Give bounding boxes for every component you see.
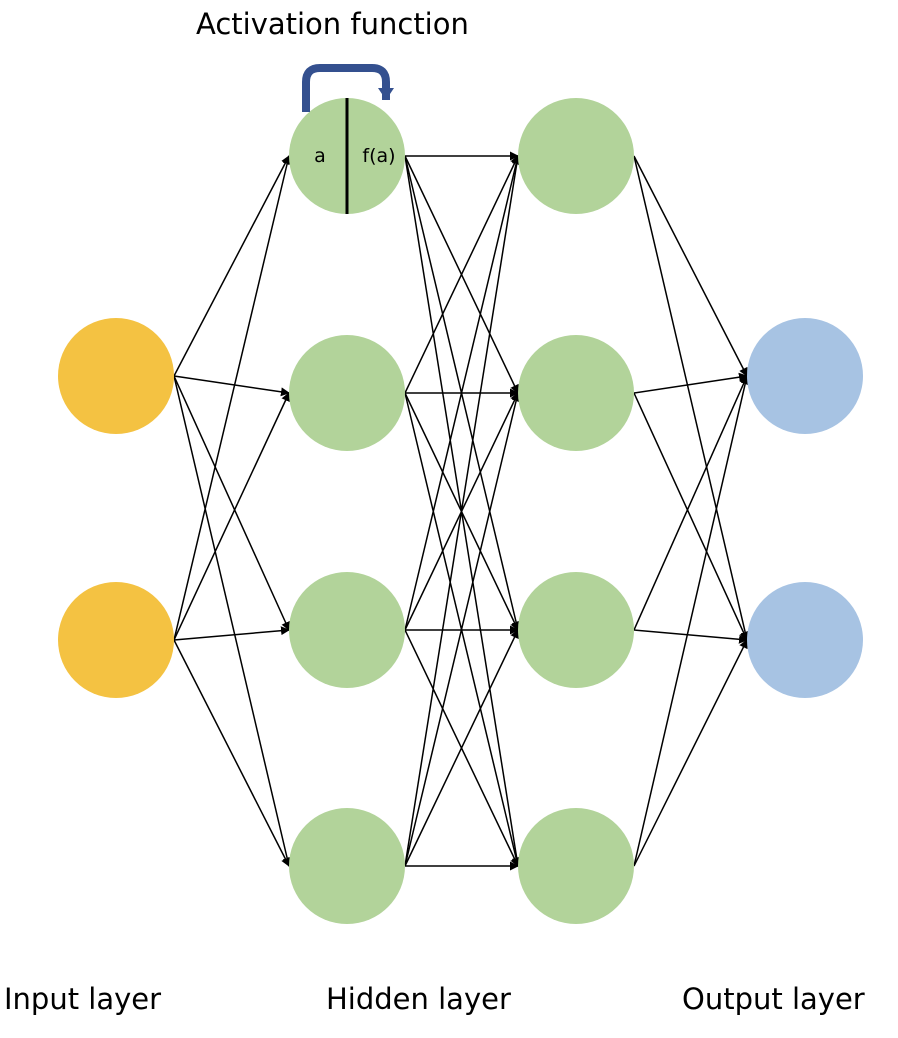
activation-output-text: f(a) [362, 145, 395, 167]
connection-edge [404, 155, 519, 394]
connection-edge [173, 392, 290, 641]
activation-detail: a f(a) [302, 64, 396, 214]
output-layer-label: Output layer [682, 982, 865, 1016]
connection-edge [633, 375, 750, 867]
connection-edge [404, 155, 521, 631]
diagram-title: Activation function [196, 7, 469, 41]
connection-edge [633, 155, 750, 641]
nodes [58, 98, 863, 924]
connection-edge [173, 375, 292, 867]
connection-edge [633, 629, 748, 644]
connection-edge [173, 626, 290, 641]
hidden-node-a [289, 572, 405, 688]
hidden-node-b [518, 572, 634, 688]
connection-edge [404, 629, 519, 867]
connection-edge [173, 375, 290, 631]
activation-input-text: a [314, 145, 326, 167]
hidden-node-b [518, 98, 634, 214]
connection-edge [633, 375, 748, 631]
connections [173, 151, 750, 871]
connection-edge [404, 392, 521, 867]
connection-edge [633, 372, 748, 394]
hidden-node-b [518, 335, 634, 451]
connection-edge [173, 155, 292, 641]
hidden-node-a [289, 808, 405, 924]
input-node [58, 582, 174, 698]
connection-edge [173, 155, 290, 377]
hidden-node-a [289, 335, 405, 451]
hidden-layer-label: Hidden layer [326, 982, 511, 1016]
input-layer-label: Input layer [4, 982, 162, 1016]
connection-edge [173, 639, 290, 867]
connection-edge [173, 375, 290, 397]
activation-loop-arrow [302, 64, 394, 112]
hidden-node-b [518, 808, 634, 924]
connection-edge [633, 155, 748, 377]
connection-edge [404, 155, 522, 867]
connection-edge [633, 392, 748, 641]
input-node [58, 318, 174, 434]
output-node [747, 318, 863, 434]
output-node [747, 582, 863, 698]
connection-edge [633, 639, 748, 867]
